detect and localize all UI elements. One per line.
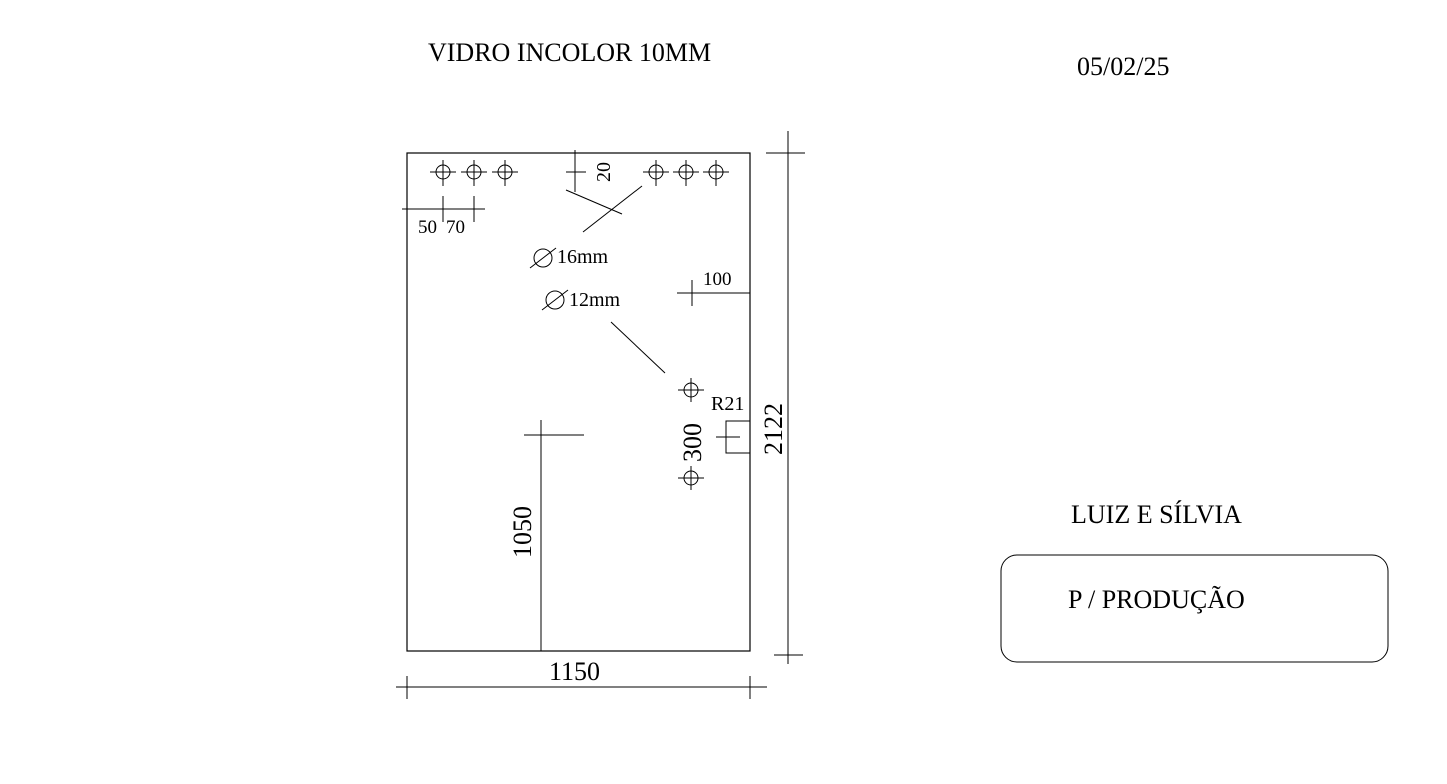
notch-radius-label: R21 <box>711 393 744 415</box>
side-offset-dimension <box>677 280 750 306</box>
hole-large-label: 16mm <box>557 246 609 268</box>
client-name: LUIZ E SÍLVIA <box>1071 500 1242 529</box>
handle-height-dimension <box>524 420 584 651</box>
hole-marker <box>643 160 669 186</box>
hinge-hole-lower <box>678 466 704 490</box>
date-label: 05/02/25 <box>1077 52 1169 81</box>
top-offset-dimension <box>566 150 586 192</box>
diameter-icon <box>529 247 557 269</box>
page-title: VIDRO INCOLOR 10MM <box>428 38 711 67</box>
status-box-label: P / PRODUÇÃO <box>1068 585 1245 614</box>
hole-group-top-right <box>643 160 729 186</box>
hinge-hole-upper <box>678 378 704 402</box>
hole-marker <box>492 160 518 186</box>
hole-marker <box>430 160 456 186</box>
leader-line <box>582 185 643 233</box>
handle-height-label: 1050 <box>508 506 537 558</box>
side-offset-label: 100 <box>703 269 732 290</box>
hole-marker <box>461 160 487 186</box>
height-label: 2122 <box>759 403 788 455</box>
height-dimension <box>766 131 805 664</box>
glass-panel-outline <box>406 152 751 652</box>
hole-small-label: 12mm <box>569 289 621 311</box>
left-offset-label-2: 70 <box>446 217 465 238</box>
hinge-spacing-label: 300 <box>678 423 707 462</box>
left-offset-label-1: 50 <box>418 217 437 238</box>
left-offset-dimension <box>402 196 485 222</box>
hole-marker <box>703 160 729 186</box>
hole-group-top-left <box>430 160 518 186</box>
top-offset-label: 20 <box>593 162 615 182</box>
width-dimension <box>396 676 767 699</box>
width-label: 1150 <box>549 657 600 686</box>
hole-marker <box>673 160 699 186</box>
leader-line <box>610 321 666 374</box>
leader-line <box>565 189 623 215</box>
status-box <box>1000 554 1389 663</box>
diameter-icon <box>541 289 569 311</box>
